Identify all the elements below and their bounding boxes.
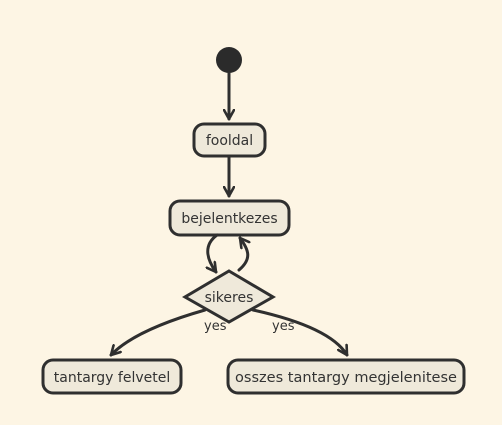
node-tantargy-felvetel-shape: [41, 358, 183, 395]
node-tantargy-felvetel: tantargy felvetel: [41, 358, 183, 395]
node-osszes-tantargy-megjelenitese-label: osszes tantargy megjelenitese: [235, 370, 457, 386]
edge-sikeres-back-to-bejelentkezes: [237, 236, 248, 272]
node-bejelentkezes-label: bejelentkezes: [181, 211, 277, 227]
edge-bejelentkezes-to-sikeres: [208, 233, 219, 274]
node-sikeres-shape: [182, 269, 276, 324]
node-bejelentkezes-shape: [168, 199, 291, 237]
node-bejelentkezes: bejelentkezes: [168, 199, 291, 237]
node-sikeres: sikeres: [182, 269, 276, 324]
edge-sikeres-to-osszes-tantargy: [251, 308, 349, 357]
node-tantargy-felvetel-label: tantargy felvetel: [54, 370, 170, 386]
node-fooldal-label: fooldal: [206, 133, 253, 149]
start-node: [216, 47, 242, 73]
edge-label-yes-left: yes: [204, 319, 227, 334]
node-osszes-tantargy-megjelenitese: osszes tantargy megjelenitese: [226, 358, 466, 395]
node-sikeres-label: sikeres: [205, 290, 254, 306]
edge-sikeres-to-tantargy-felvetel: [109, 308, 207, 357]
node-osszes-tantargy-megjelenitese-shape: [226, 358, 466, 395]
edge-label-yes-right: yes: [272, 319, 295, 334]
node-fooldal: fooldal: [192, 122, 267, 158]
